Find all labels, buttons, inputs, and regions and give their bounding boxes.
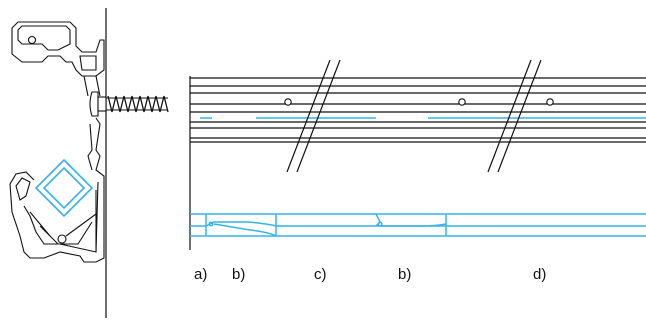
blue-square-profile	[34, 158, 94, 218]
top-rail	[190, 77, 646, 143]
label-b-left: b)	[232, 266, 245, 283]
bottom-blue-strip	[190, 213, 646, 237]
label-c: c)	[314, 266, 327, 283]
label-a: a)	[194, 266, 207, 283]
label-d: d)	[533, 266, 546, 283]
rail-holes	[284, 98, 554, 106]
break-marks	[286, 59, 542, 173]
profile-top-section	[11, 21, 105, 97]
screw	[89, 91, 169, 117]
label-b-right: b)	[398, 266, 411, 283]
profile-bottom-section	[9, 117, 105, 263]
